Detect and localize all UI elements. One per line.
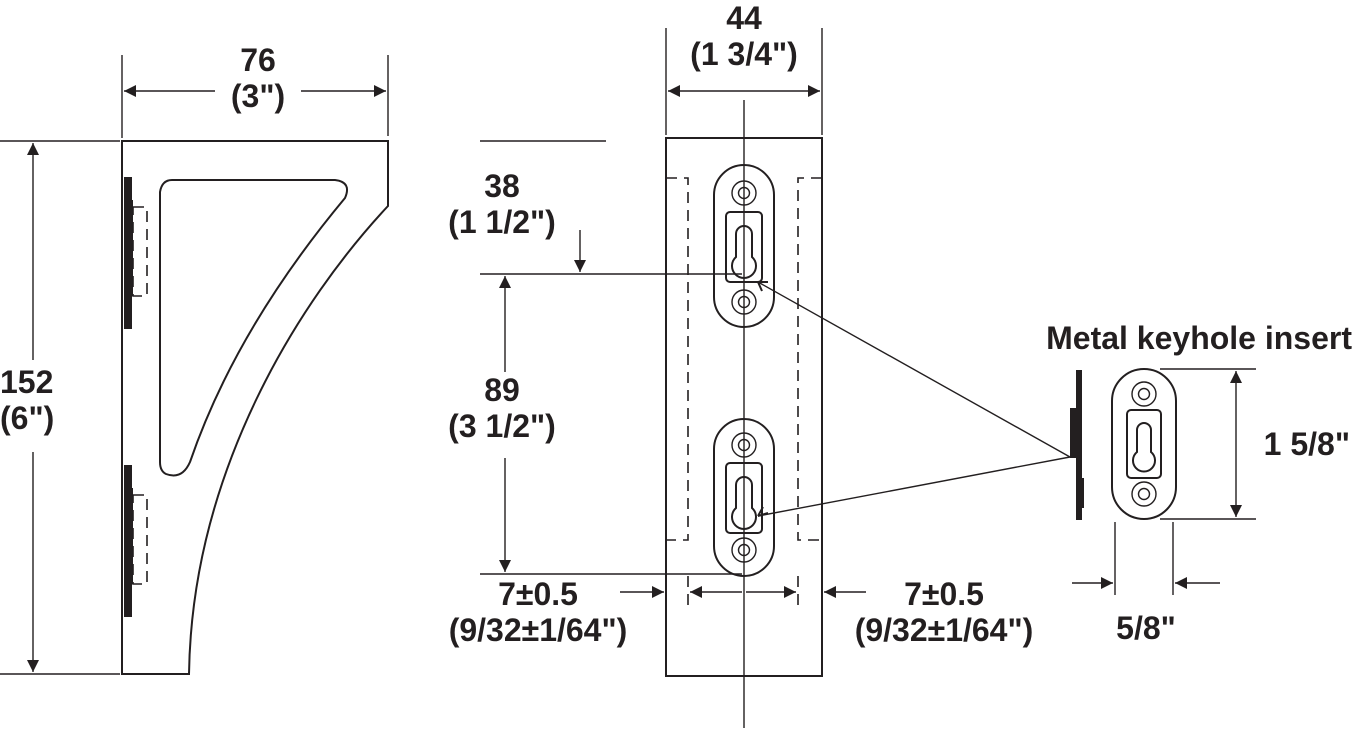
top-offset-mm: 38 [484, 168, 520, 204]
top-offset-label: 38 (1 1/2") [432, 168, 572, 240]
upper-keyhole-plate [713, 164, 775, 328]
width-top-mm: 76 [240, 42, 276, 78]
edge-right-mm: 7±0.5 [904, 576, 984, 612]
edge-left-mm: 7±0.5 [498, 576, 578, 612]
edge-left-inch: (9/32±1/64") [448, 612, 628, 648]
width-top-label: 76 (3") [215, 42, 301, 114]
keyhole-insert-detail [757, 281, 1256, 595]
height-left-mm: 152 [0, 364, 54, 400]
front-view [480, 28, 866, 728]
width-front-inch: (1 3/4") [690, 36, 798, 72]
side-view [0, 55, 389, 675]
edge-right-label: 7±0.5 (9/32±1/64") [826, 576, 1062, 648]
spacing-label: 89 (3 1/2") [432, 372, 572, 444]
bracket-cutout [159, 179, 348, 477]
spacing-mm: 89 [484, 372, 520, 408]
width-front-label: 44 (1 3/4") [672, 0, 816, 72]
width-top-inch: (3") [230, 78, 286, 114]
height-left-inch: (6") [0, 400, 55, 436]
edge-left-label: 7±0.5 (9/32±1/64") [420, 576, 656, 648]
width-front-mm: 44 [726, 0, 762, 36]
spacing-inch: (3 1/2") [448, 408, 556, 444]
height-left-label: 152 (6") [0, 364, 66, 436]
top-offset-inch: (1 1/2") [448, 204, 556, 240]
insert-width-label: 5/8" [1116, 610, 1176, 646]
edge-right-inch: (9/32±1/64") [854, 612, 1034, 648]
bracket-outline [121, 140, 389, 675]
insert-height-label: 1 5/8" [1238, 426, 1350, 462]
insert-callout-label: Metal keyhole insert [1046, 320, 1352, 356]
lower-keyhole-plate [713, 418, 775, 577]
